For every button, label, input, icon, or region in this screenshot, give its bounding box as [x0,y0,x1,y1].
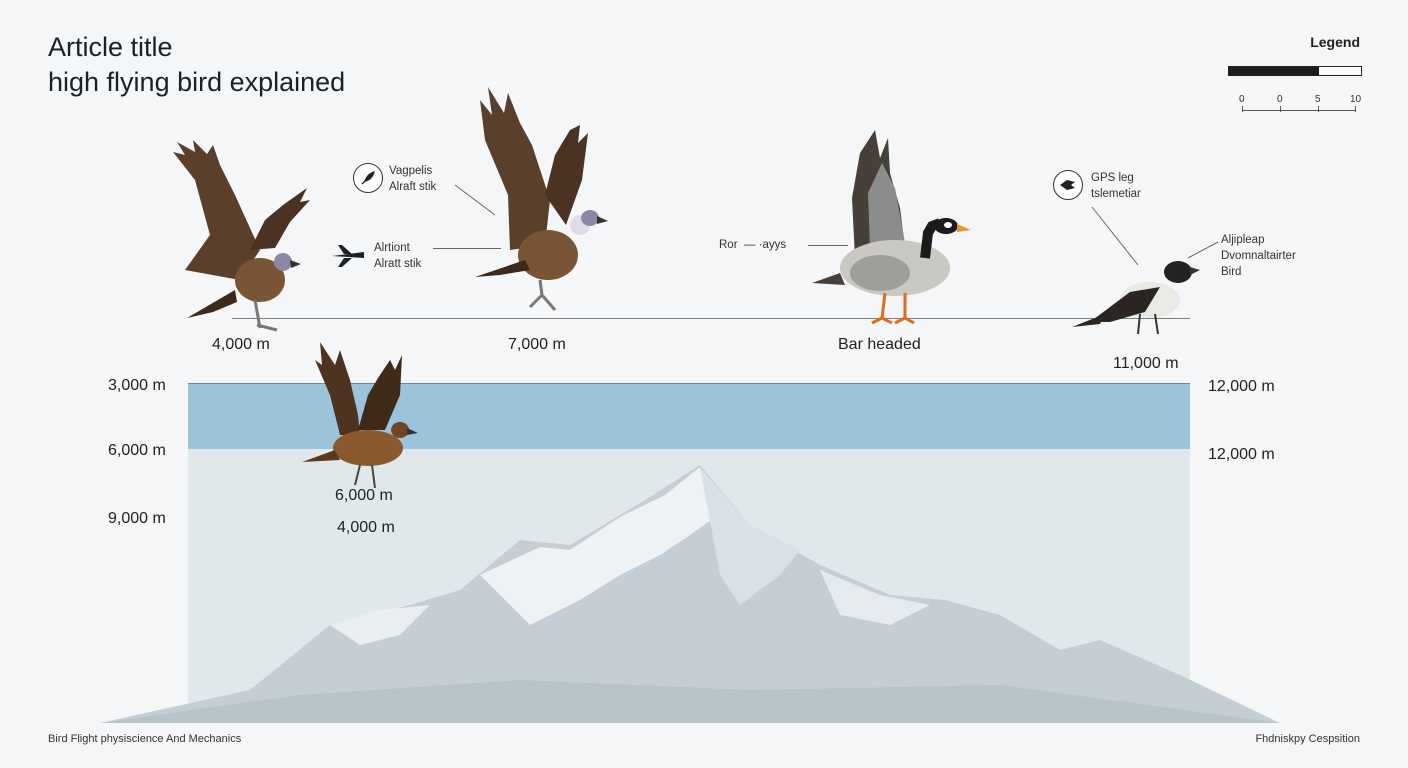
altitude-label-right: 12,000 m [1208,378,1275,395]
altitude-baseline [232,318,1190,319]
title-line-2: high flying bird explained [48,67,346,97]
vulture-leader-line [454,184,496,216]
legend-tick-label: 10 [1350,94,1362,105]
title-line-1: Article title [48,32,173,62]
footer-left-text: Bird Flight physiscience And Mechanics [48,733,242,745]
legend-tick-label: 0 [1277,94,1283,105]
crow-note: Aljipleap Dvomnaltairter Bird [1221,234,1296,278]
vulture-note: Vagpelis Alraft stik [389,165,437,193]
vulture-left-label: 4,000 m [212,336,270,353]
gps-tag-icon [1053,170,1083,200]
brown-bird-label: 6,000 m [335,487,393,504]
vulture-right-label: 7,000 m [508,336,566,353]
legend-tick-label: 0 [1239,94,1245,105]
brown-bird-illustration [302,342,418,489]
gps-leader-line [1091,206,1139,266]
mountain-illustration [100,465,1280,723]
goose-illustration [812,130,971,325]
vulture-illustration [173,140,310,332]
brown-bird-label: 4,000 m [337,519,395,536]
altitude-label-left: 6,000 m [108,442,166,459]
crow-illustration [1072,261,1200,335]
airplane-note: Alrtiont Alratt stik [374,242,422,270]
article-title: Article title high flying bird explained [48,30,345,100]
goose-label: Bar headed [838,336,921,353]
legend-scale-bar [1228,66,1362,76]
legend-title: Legend [1310,34,1360,50]
goose-note-prefix: Ror [719,239,738,251]
legend-tick-axis [1242,110,1356,111]
gps-note: GPS leg tslemetiar [1091,172,1141,200]
crow-label: 11,000 m [1113,355,1179,372]
legend-tick-label: 5 [1315,94,1321,105]
airplane-icon [332,245,364,267]
feather-icon [353,163,383,193]
altitude-label-right: 12,000 m [1208,446,1275,463]
altitude-label-left: 3,000 m [108,377,166,394]
airplane-leader-line [433,248,501,249]
vulture-illustration [475,87,608,311]
altitude-label-left: 9,000 m [108,510,166,527]
footer-right-text: Fhdniskpy Cespsition [1255,733,1360,745]
crow-leader-line [1187,241,1219,259]
goose-leader-line [808,245,848,246]
goose-note: — ·ayys [744,239,787,251]
